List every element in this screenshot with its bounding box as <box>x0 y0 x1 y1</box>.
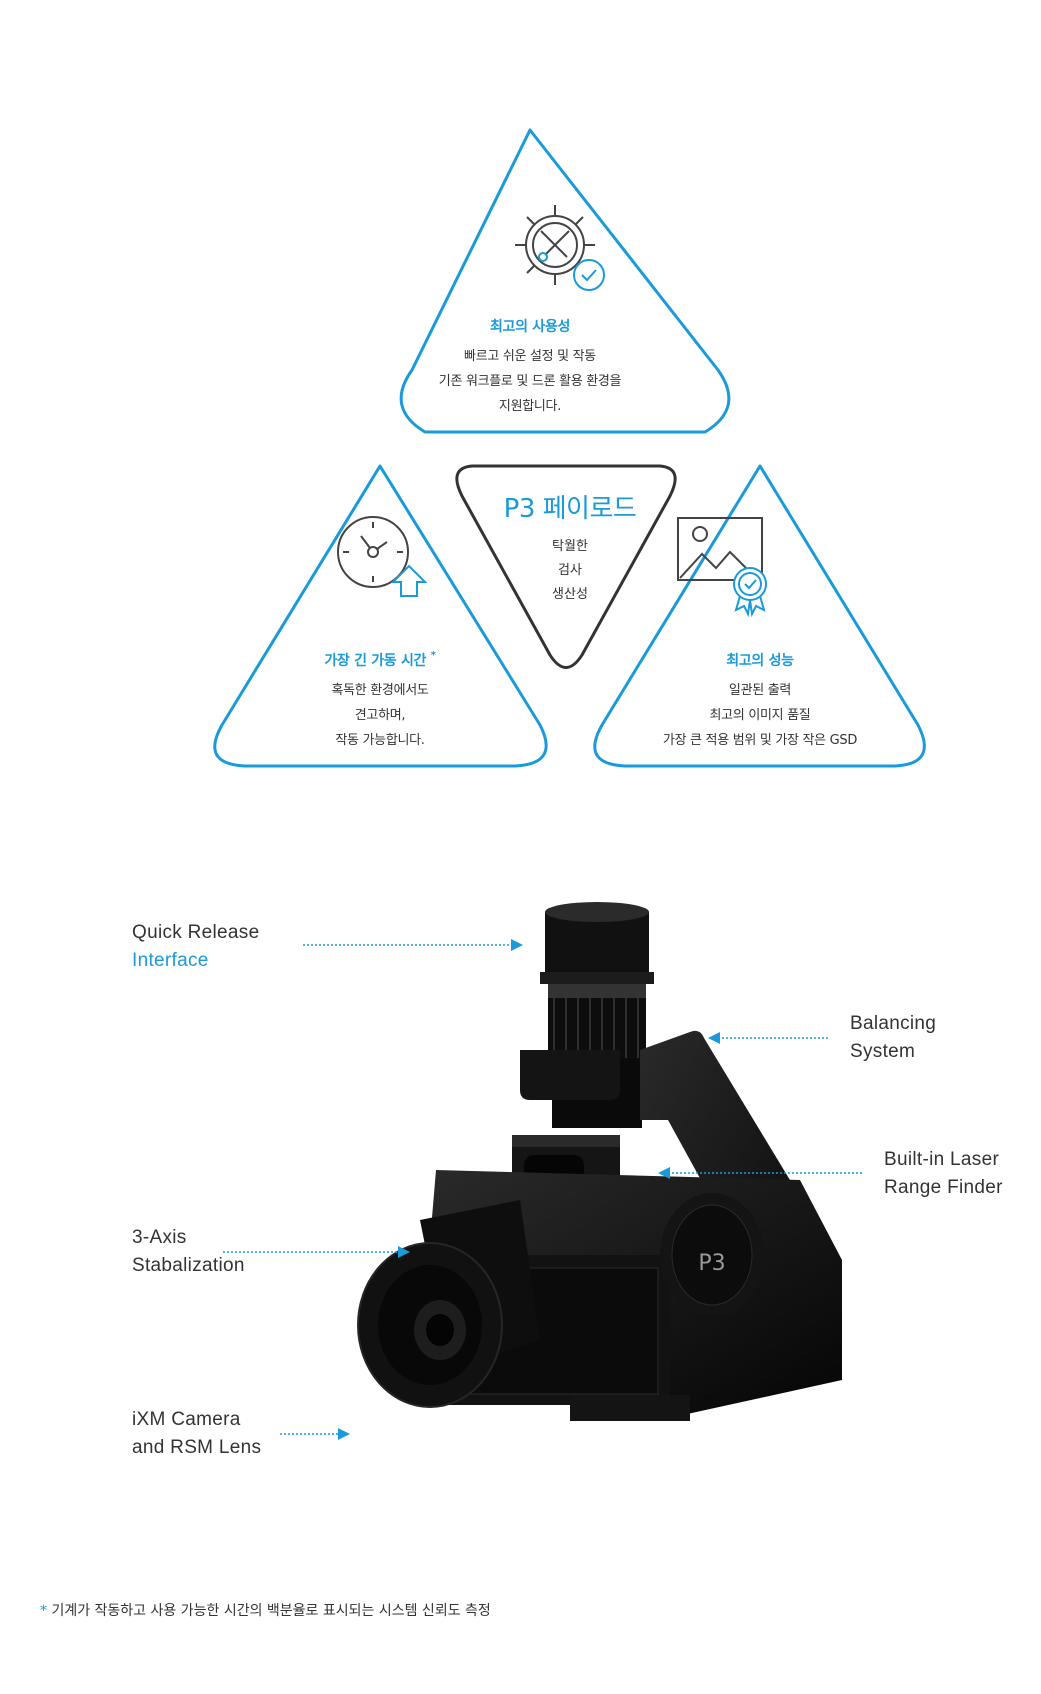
callout-camera: iXM Camera and RSM Lens <box>132 1406 261 1462</box>
callout-axis: 3-Axis Stabalization <box>132 1224 245 1280</box>
clock-arrow-up-icon <box>337 516 428 597</box>
arrowhead-axis <box>398 1246 410 1258</box>
feature-uptime-title: 가장 긴 가동 시간 * <box>270 650 490 670</box>
feature-performance-line: 최고의 이미지 품질 <box>709 708 811 723</box>
callout-laser-line2: Range Finder <box>884 1177 1003 1198</box>
callout-balancing-line2: System <box>850 1041 916 1062</box>
feature-uptime-line: 견고하며, <box>354 708 406 723</box>
callout-quick-release-line2: Interface <box>132 950 209 971</box>
feature-performance-line: 가장 큰 적용 범위 및 가장 작은 GSD <box>662 733 858 748</box>
feature-triangles <box>213 128 926 768</box>
gear-tools-check-icon <box>515 205 605 291</box>
center-payload: P3 페이로드 탁월한 검사 생산성 <box>480 488 660 607</box>
feature-performance: 최고의 성능 일관된 출력 최고의 이미지 품질 가장 큰 적용 범위 및 가장… <box>600 650 920 753</box>
callout-quick-release-line1: Quick Release <box>132 922 260 943</box>
feature-uptime-desc: 혹독한 환경에서도 견고하며, 작동 가능합니다. <box>270 678 490 753</box>
feature-usability-line: 빠르고 쉬운 설정 및 작동 <box>464 349 596 364</box>
footnote-text: 기계가 작동하고 사용 가능한 시간의 백분율로 표시되는 시스템 신뢰도 측정 <box>51 1603 491 1619</box>
feature-uptime-title-mark: * <box>430 650 436 661</box>
feature-usability-title: 최고의 사용성 <box>489 319 571 335</box>
feature-uptime: 가장 긴 가동 시간 * 혹독한 환경에서도 견고하며, 작동 가능합니다. <box>270 650 490 753</box>
image-award-icon <box>677 517 767 618</box>
footnote-mark: * <box>40 1603 47 1619</box>
footnote: * 기계가 작동하고 사용 가능한 시간의 백분율로 표시되는 시스템 신뢰도 … <box>40 1600 491 1620</box>
callout-laser: Built-in Laser Range Finder <box>884 1146 1003 1202</box>
callout-camera-line2: and RSM Lens <box>132 1437 262 1458</box>
callout-camera-line1: iXM Camera <box>132 1409 241 1430</box>
center-line: 탁월한 <box>552 539 588 554</box>
feature-uptime-line: 혹독한 환경에서도 <box>331 683 429 698</box>
feature-usability-desc: 빠르고 쉬운 설정 및 작동 기존 워크플로 및 드론 활용 환경을 지원합니다… <box>425 344 635 419</box>
arrowhead-quick-release <box>511 939 523 951</box>
feature-performance-line: 일관된 출력 <box>728 683 792 698</box>
callout-quick-release: Quick Release Interface <box>132 919 259 975</box>
feature-uptime-title-text: 가장 긴 가동 시간 <box>324 653 427 669</box>
product-badge: P3 <box>698 1251 725 1276</box>
triangle-performance <box>593 464 926 768</box>
triangle-usability <box>399 128 731 434</box>
callout-axis-line1: 3-Axis <box>132 1227 187 1248</box>
triangle-center <box>455 464 677 669</box>
feature-usability-line: 기존 워크플로 및 드론 활용 환경을 <box>438 374 622 389</box>
center-line: 검사 <box>558 563 582 578</box>
arrowhead-laser <box>658 1167 670 1179</box>
feature-performance-desc: 일관된 출력 최고의 이미지 품질 가장 큰 적용 범위 및 가장 작은 GSD <box>600 678 920 753</box>
feature-uptime-line: 작동 가능합니다. <box>335 733 425 748</box>
center-title: P3 페이로드 <box>503 494 637 524</box>
arrowhead-camera <box>338 1428 350 1440</box>
callout-axis-line2: Stabalization <box>132 1255 245 1276</box>
callout-balancing-line1: Balancing <box>850 1013 937 1034</box>
feature-usability: 최고의 사용성 빠르고 쉬운 설정 및 작동 기존 워크플로 및 드론 활용 환… <box>425 316 635 419</box>
callout-laser-line1: Built-in Laser <box>884 1149 1000 1170</box>
feature-usability-line: 지원합니다. <box>498 399 562 414</box>
arrowhead-balancing <box>708 1032 720 1044</box>
center-desc: 탁월한 검사 생산성 <box>480 535 660 607</box>
product-image: P3 <box>357 902 842 1421</box>
center-line: 생산성 <box>552 587 588 602</box>
feature-performance-title: 최고의 성능 <box>726 653 794 669</box>
triangle-uptime <box>213 464 548 768</box>
callout-balancing: Balancing System <box>850 1010 936 1066</box>
